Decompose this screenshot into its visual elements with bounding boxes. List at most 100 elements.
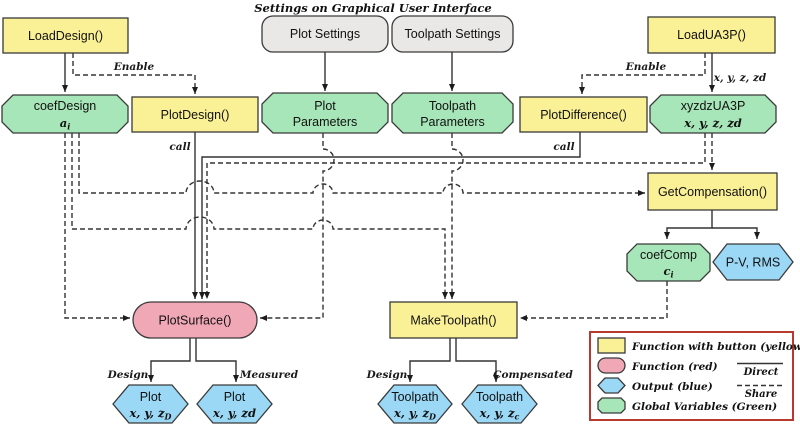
toolpath-comp-out-math-sub: c xyxy=(515,412,520,422)
get-compensation-label: GetCompensation() xyxy=(658,185,767,199)
node-toolpath-settings: Toolpath Settings xyxy=(391,15,514,53)
node-pv-rms: P-V, RMS xyxy=(712,243,794,281)
plot-surface-label: PlotSurface() xyxy=(159,314,232,328)
plot-difference-label: PlotDifference() xyxy=(540,108,627,122)
node-get-compensation: GetCompensation() xyxy=(647,172,778,211)
node-load-ua3p: LoadUA3P() xyxy=(647,16,776,54)
toolpath-design-out-math: x, y, zD xyxy=(393,406,436,422)
edge-getcompensation-to-coefcomp xyxy=(664,210,713,239)
xyzdz-ua3p-line1: xyzdzUA3P xyxy=(681,99,746,113)
legend-item-function: Function (red) xyxy=(631,361,718,373)
edge-coefdesign-to-getcompensation xyxy=(78,133,645,196)
legend-swatch-yellow-rect xyxy=(597,337,626,354)
compensated-label: Compensated xyxy=(493,369,573,381)
legend-item-function-with-button: Function with button (yellow) xyxy=(631,341,800,353)
edge-enable-loaddesign-plotdesign xyxy=(72,53,198,94)
call-right-label: call xyxy=(553,141,574,153)
edge-plotsurface-to-plot-measured-out xyxy=(195,338,239,382)
legend-swatch-red-stadium xyxy=(597,357,626,374)
coef-design-math-main: a xyxy=(60,116,67,130)
load-ua3p-box xyxy=(647,16,776,54)
coef-comp-math: ci xyxy=(663,264,673,280)
node-toolpath-design-out: Toolpath x, y, zD xyxy=(377,384,453,424)
coef-design-shape xyxy=(1,94,129,134)
edge-xyzdzua3p-to-plotsurface xyxy=(204,133,706,299)
make-toolpath-box xyxy=(389,301,518,339)
diagram-title: Settings on Graphical User Interface xyxy=(254,1,492,15)
edge-coefdesign-to-maketoolpath xyxy=(71,133,448,299)
plot-measured-out-shape xyxy=(196,384,273,424)
toolpath-parameters-shape xyxy=(391,92,514,134)
edge-coefcomp-to-maketoolpath xyxy=(520,281,668,321)
edge-coefdesign-to-plotsurface xyxy=(64,133,130,321)
toolpath-comp-out-shape xyxy=(461,384,538,424)
plot-design-box xyxy=(131,96,259,133)
toolpath-parameters-line1: Toolpath xyxy=(429,99,476,113)
plot-design-out-math: x, y, zD xyxy=(129,406,172,422)
node-coef-comp: coefComp ci xyxy=(626,243,711,282)
legend: Function with button (yellow) Function (… xyxy=(589,331,800,421)
node-plot-parameters: Plot Parameters xyxy=(261,92,389,134)
legend-direct-label: Direct xyxy=(743,367,779,378)
node-make-toolpath: MakeToolpath() xyxy=(389,301,518,339)
load-ua3p-label: LoadUA3P() xyxy=(677,28,746,42)
design-right-label: Design xyxy=(366,369,408,381)
toolpath-settings-label: Toolpath Settings xyxy=(405,27,501,41)
call-left-label: call xyxy=(169,141,190,153)
plot-settings-label: Plot Settings xyxy=(290,27,360,41)
plot-design-out-shape xyxy=(112,384,189,424)
toolpath-parameters-line2: Parameters xyxy=(420,115,485,129)
toolpath-comp-out-line1: Toolpath xyxy=(476,390,523,404)
node-coef-design: coefDesign ai xyxy=(1,94,129,134)
make-toolpath-label: MakeToolpath() xyxy=(410,314,496,328)
toolpath-design-out-shape xyxy=(377,384,453,424)
toolpath-comp-out-math: x, y, zc xyxy=(479,406,520,422)
node-plot-difference: PlotDifference() xyxy=(519,96,648,133)
nodes: LoadDesign() Plot Settings Toolpath Sett… xyxy=(1,15,794,424)
plot-measured-out-line2: x, y, zd xyxy=(212,406,256,420)
node-plot-design-out: Plot x, y, zD xyxy=(112,384,189,424)
coef-design-math: ai xyxy=(60,116,71,132)
xyzdz-ua3p-shape xyxy=(649,94,777,134)
toolpath-design-out-line1: Toolpath xyxy=(391,390,438,404)
plot-settings-box xyxy=(261,15,389,53)
node-plot-design: PlotDesign() xyxy=(131,96,259,133)
node-plot-surface: PlotSurface() xyxy=(132,301,258,339)
load-design-label: LoadDesign() xyxy=(28,29,103,43)
plot-parameters-line2: Parameters xyxy=(293,115,358,129)
plot-parameters-line1: Plot xyxy=(314,99,336,113)
labels: Settings on Graphical User Interface Ena… xyxy=(107,1,767,381)
pv-rms-label: P-V, RMS xyxy=(726,256,780,270)
toolpath-settings-box xyxy=(391,15,514,53)
edge-enable-loadua3p-plotdifference xyxy=(579,53,706,94)
legend-swatch-blue-hexagon xyxy=(597,377,626,394)
get-compensation-box xyxy=(647,172,778,211)
pv-rms-shape xyxy=(712,243,794,281)
toolpath-design-out-math-sub: D xyxy=(428,412,436,422)
plot-measured-out-line1: Plot xyxy=(224,390,246,404)
node-xyzdz-ua3p: xyzdzUA3P x, y, z, zd xyxy=(649,94,777,134)
node-toolpath-parameters: Toolpath Parameters xyxy=(391,92,514,134)
coef-comp-math-main: c xyxy=(663,264,670,278)
plot-surface-shape xyxy=(132,301,258,339)
coef-comp-shape xyxy=(626,243,711,282)
legend-item-output: Output (blue) xyxy=(632,381,713,393)
node-plot-measured-out: Plot x, y, zd xyxy=(196,384,273,424)
node-toolpath-comp-out: Toolpath x, y, zc xyxy=(461,384,538,424)
edge-toolpathparameters-to-maketoolpath xyxy=(449,133,464,299)
node-plot-settings: Plot Settings xyxy=(261,15,389,53)
toolpath-design-out-math-main: x, y, z xyxy=(393,406,429,420)
plot-design-out-line1: Plot xyxy=(140,390,162,404)
edge-plotsurface-to-plot-design-out xyxy=(148,338,191,382)
plot-design-out-math-main: x, y, z xyxy=(129,406,165,420)
edge-maketoolpath-to-toolpath-design-out xyxy=(407,338,451,382)
measured-label: Measured xyxy=(239,369,299,381)
plot-difference-box xyxy=(519,96,648,133)
coef-design-line1: coefDesign xyxy=(34,99,97,113)
legend-swatch-green-octagon xyxy=(597,397,626,414)
node-load-design: LoadDesign() xyxy=(2,17,129,54)
load-design-box xyxy=(2,17,129,54)
edge-getcompensation-to-pvrms xyxy=(712,227,760,239)
edge-plotparameters-to-plotsurface xyxy=(260,133,335,321)
